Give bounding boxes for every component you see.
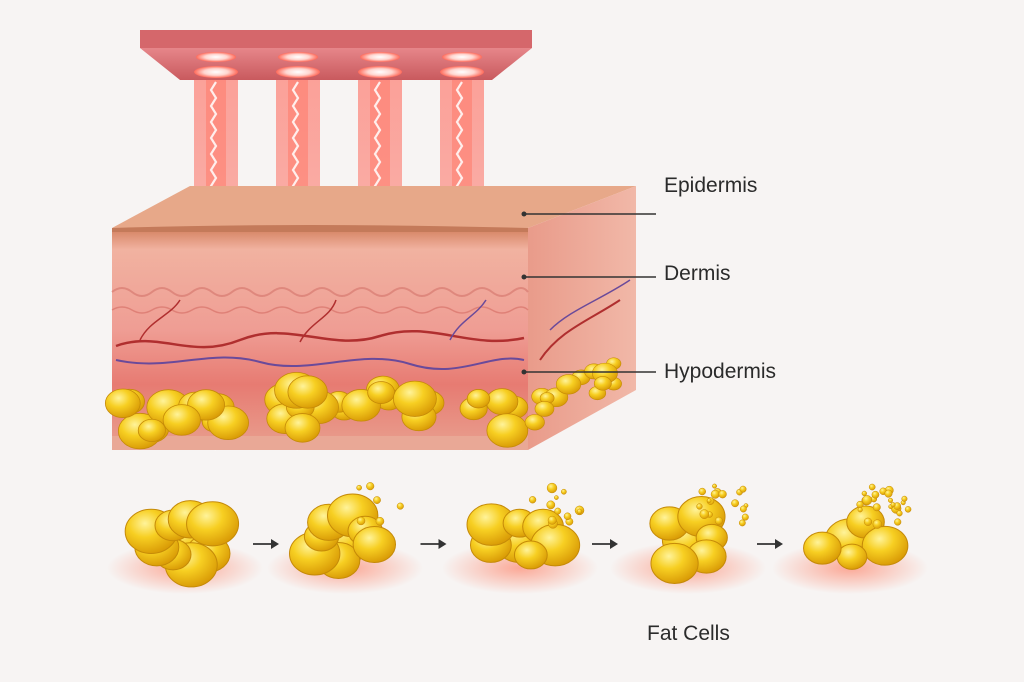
hypodermis-leader-dot [521, 369, 527, 375]
stage-arrow-head [271, 539, 279, 549]
fat-droplet [738, 519, 746, 527]
fat-cell [650, 542, 699, 584]
fat-droplet [563, 512, 572, 521]
dermis-label: Dermis [664, 262, 731, 285]
fat-cell-cluster [610, 483, 766, 594]
fat-droplet [373, 496, 381, 504]
fat-droplet [560, 488, 567, 495]
fat-globule [392, 380, 437, 417]
fat-droplet [356, 484, 362, 491]
fat-droplet [868, 483, 876, 491]
fat-droplet [547, 515, 557, 525]
fat-globule [534, 400, 555, 417]
fat-droplet [714, 516, 723, 525]
fat-droplet [872, 519, 883, 529]
fat-droplet [890, 502, 896, 508]
fat-droplet [718, 490, 727, 499]
fat-cell-cluster [107, 500, 263, 594]
fat-droplet [699, 509, 710, 519]
fat-droplet [901, 495, 908, 502]
laser-lens-bottom [276, 66, 320, 78]
fat-droplet [375, 516, 385, 526]
fat-droplet [546, 482, 558, 494]
epidermis-label: Epidermis [664, 174, 758, 197]
laser-lens-top [360, 52, 400, 62]
fat-cell-stages [107, 482, 928, 594]
fat-droplet [871, 490, 880, 499]
epidermis-leader-dot [521, 211, 527, 217]
fat-cell-cluster [267, 482, 423, 594]
fat-cell-cluster [772, 483, 928, 594]
laser-lens-top [442, 52, 482, 62]
fat-globule [162, 404, 201, 436]
fat-globule [524, 414, 545, 431]
fat-cells-label: Fat Cells [647, 622, 730, 645]
fat-droplet [546, 500, 556, 510]
fat-cell-cluster [442, 482, 598, 594]
fat-droplet [863, 517, 873, 526]
hypodermis-fat-layer [104, 357, 622, 450]
fat-droplet [861, 490, 867, 497]
fat-droplet [741, 513, 749, 521]
fat-droplet [856, 500, 864, 509]
laser-lens-bottom [440, 66, 484, 78]
fat-droplet [396, 502, 404, 510]
fat-globule [104, 388, 141, 418]
hypodermis-label: Hypodermis [664, 360, 777, 383]
fat-cell [803, 531, 842, 565]
fat-droplet [887, 497, 894, 503]
dermis-leader-dot [521, 274, 527, 280]
fat-cell [861, 525, 909, 566]
fat-droplet [356, 516, 366, 526]
fat-droplet [739, 485, 747, 493]
fat-droplet [696, 503, 703, 510]
fat-globule [486, 413, 529, 448]
fat-droplet [710, 489, 720, 499]
fat-droplet [872, 503, 881, 512]
fat-droplet [862, 495, 873, 506]
fat-droplet [894, 518, 902, 526]
fat-globule [485, 388, 519, 415]
fat-droplet [554, 507, 562, 515]
fat-droplet [884, 489, 893, 498]
fat-globule [555, 374, 582, 395]
fat-globule [466, 389, 491, 409]
fat-droplet [366, 482, 375, 491]
fat-globule [593, 376, 612, 391]
fat-droplet [904, 506, 912, 513]
stage-arrow-head [438, 539, 447, 549]
fat-droplet [706, 498, 712, 503]
laser-lens-bottom [194, 66, 238, 78]
fat-cell [352, 525, 397, 563]
laser-lens-top [196, 52, 236, 62]
fat-droplet [731, 499, 739, 508]
fat-droplet [554, 495, 559, 500]
fat-cell [513, 540, 548, 570]
fat-globule [137, 418, 166, 443]
laser-lens-bottom [358, 66, 402, 78]
fat-droplet [857, 507, 863, 513]
fat-globule [287, 375, 328, 409]
fat-droplet [896, 510, 903, 517]
stage-arrow-head [610, 539, 618, 549]
fat-droplet [712, 483, 717, 489]
fat-droplet [698, 487, 706, 496]
fat-cell [186, 501, 240, 547]
fat-globule [284, 413, 321, 443]
fat-cell [836, 543, 868, 570]
laser-lens-top [278, 52, 318, 62]
stage-arrow-head [775, 539, 783, 549]
fat-droplet [528, 496, 537, 504]
fat-droplet [739, 505, 747, 513]
fat-globule [367, 381, 395, 404]
fat-droplet [576, 508, 583, 515]
